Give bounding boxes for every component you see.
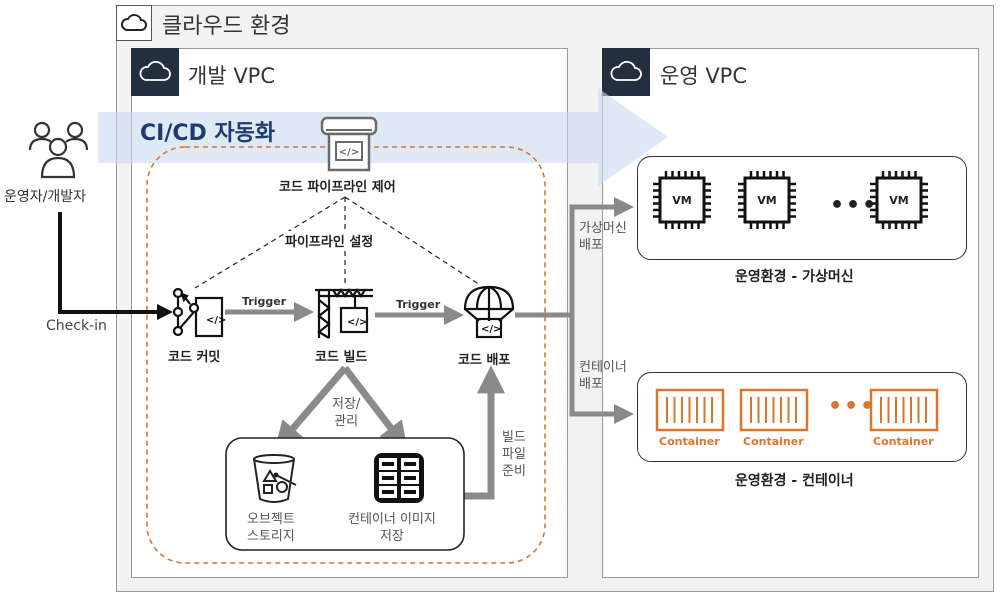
prepare-arrow xyxy=(463,365,505,500)
object-storage-icon xyxy=(253,454,297,503)
prod-vpc-title: 운영 VPC xyxy=(660,64,748,88)
users-icon xyxy=(28,121,89,179)
prod-container-title: 운영환경 - 컨테이너 xyxy=(735,473,854,489)
cloud-icon xyxy=(131,48,179,96)
pipeline-config-lines xyxy=(194,196,481,289)
cloud-icon xyxy=(602,48,650,96)
checkin-arrow xyxy=(58,212,173,320)
svg-text:</>: </> xyxy=(481,324,501,335)
vm-deploy-arrow xyxy=(515,197,634,318)
container-label: Container xyxy=(743,435,804,448)
svg-text:</>: </> xyxy=(339,147,359,158)
cicd-band-arrow xyxy=(98,88,668,186)
store-manage-label: 저장/ 관리 xyxy=(332,397,361,429)
svg-text:</>: </> xyxy=(206,315,226,326)
store-arrow-right xyxy=(342,365,408,451)
code-deploy-icon: </> xyxy=(463,285,515,339)
store-arrow-left xyxy=(274,365,348,450)
container-ellipsis: ••• xyxy=(828,394,877,419)
checkin-label: Check-in xyxy=(46,318,107,334)
stage-label-deploy: 코드 배포 xyxy=(458,353,511,368)
container-registry-label: 컨테이너 이미지 저장 xyxy=(348,512,436,544)
trigger-label-2: Trigger xyxy=(396,298,441,311)
container-deploy-arrow xyxy=(569,315,634,424)
cloud-icon xyxy=(116,5,152,41)
vm-deploy-label: 가상머신 배포 xyxy=(579,221,627,253)
container-label: Container xyxy=(873,435,934,448)
pipeline-config-label: 파이프라인 설정 xyxy=(285,231,374,250)
cicd-boundary xyxy=(146,146,546,564)
vm-ellipsis: ••• xyxy=(830,193,879,218)
code-build-icon: </> xyxy=(315,288,373,339)
trigger-label-1: Trigger xyxy=(242,295,287,308)
svg-text:</>: </> xyxy=(347,317,367,328)
prod-vm-environment-box xyxy=(637,156,967,260)
cloud-environment-title: 클라우드 환경 xyxy=(162,14,291,39)
stage-label-build: 코드 빌드 xyxy=(315,350,368,365)
container-registry-icon xyxy=(374,453,424,503)
dev-vpc-title: 개발 VPC xyxy=(188,64,276,88)
stage-label-commit: 코드 커밋 xyxy=(168,350,221,365)
cicd-band-label: CI/CD 자동화 xyxy=(140,121,276,146)
code-commit-icon: </> xyxy=(172,287,226,338)
prod-vm-title: 운영환경 - 가상머신 xyxy=(735,269,854,285)
pipeline-icon: </> xyxy=(320,116,378,172)
container-deploy-label: 컨테이너 배포 xyxy=(579,360,627,392)
pipeline-control-label: 코드 파이프라인 제어 xyxy=(279,180,396,195)
build-prepare-label: 빌드 파일 준비 xyxy=(502,430,526,479)
object-storage-label: 오브젝트 스토리지 xyxy=(247,512,295,544)
prod-container-environment-box xyxy=(637,372,967,462)
actor-label: 운영자/개발자 xyxy=(4,189,86,205)
container-label: Container xyxy=(659,435,720,448)
